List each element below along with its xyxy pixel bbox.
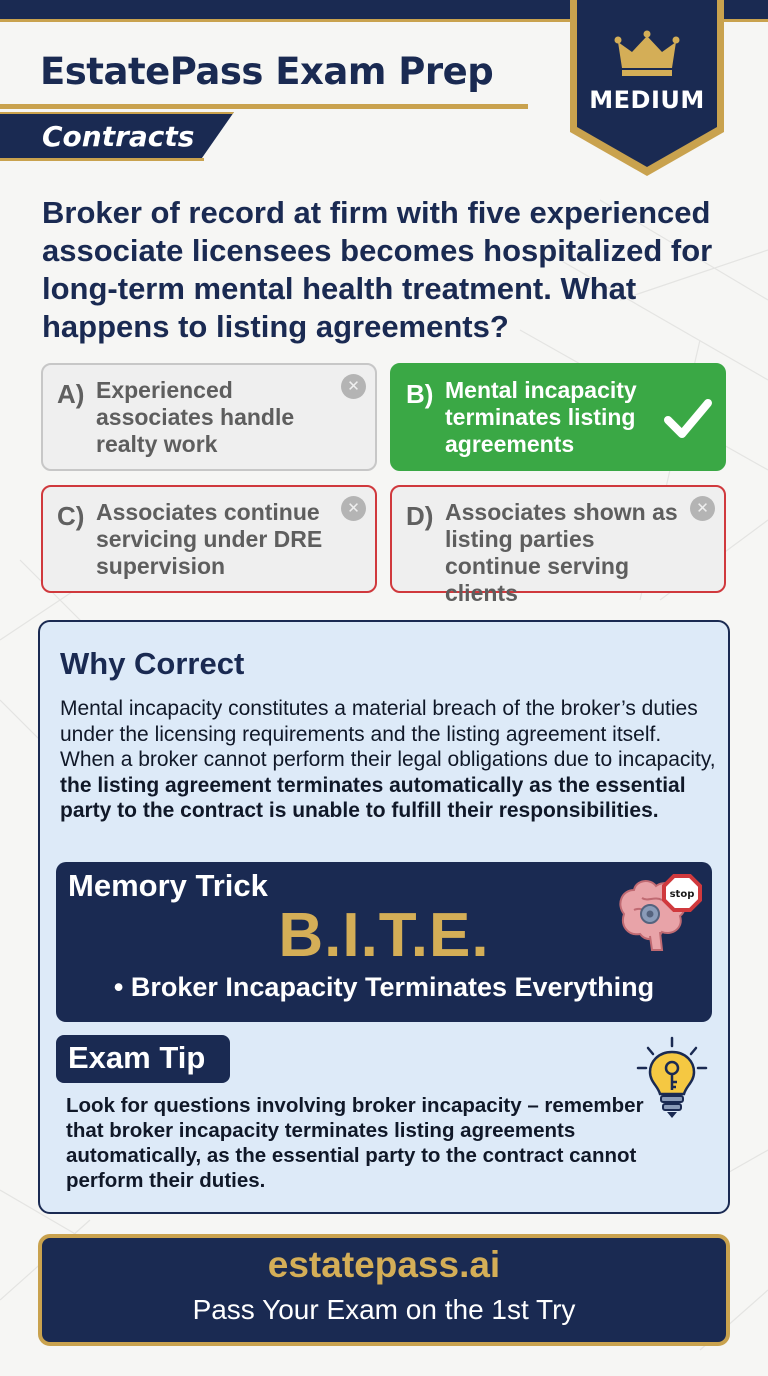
exam-tip-body: Look for questions involving broker inca…: [66, 1094, 644, 1192]
why-correct-title: Why Correct: [60, 646, 245, 681]
footer-banner[interactable]: [38, 1234, 730, 1346]
option-letter: B): [406, 379, 434, 409]
difficulty-label: MEDIUM: [589, 86, 705, 114]
memory-mnemonic: • Broker Incapacity Terminates Everythin…: [113, 972, 655, 1002]
option-text: Associates shown as listing parties cont…: [445, 499, 678, 606]
footer-tagline: Pass Your Exam on the 1st Try: [192, 1294, 576, 1325]
brand-title: EstatePass Exam Prep: [40, 50, 494, 93]
exam-tip-title: Exam Tip: [68, 1040, 206, 1075]
option-text: Experienced associates handle realty wor…: [96, 377, 295, 457]
brain-stop-icon: stop: [619, 874, 702, 951]
close-icon: ✕: [341, 374, 366, 399]
why-correct-body: Mental incapacity constitutes a material…: [60, 696, 720, 824]
why-body-plain: Mental incapacity constitutes a material…: [60, 697, 716, 771]
exam-tip-tab: Exam Tip: [56, 1035, 230, 1083]
lightbulb-key-icon: [636, 1036, 708, 1118]
option-letter: C): [57, 501, 85, 531]
option-c[interactable]: C) Associates continue servicing under D…: [41, 485, 377, 593]
memory-acronym: B.I.T.E.: [278, 901, 490, 970]
option-d[interactable]: D) Associates shown as listing parties c…: [390, 485, 726, 606]
category-underline: [0, 158, 204, 161]
option-letter: A): [57, 379, 85, 409]
why-body-bold: the listing agreement terminates automat…: [60, 773, 686, 823]
close-icon: ✕: [690, 496, 715, 521]
category-label: Contracts: [42, 120, 195, 153]
option-b[interactable]: B) Mental incapacity terminates listing …: [390, 363, 726, 471]
stop-sign-text: stop: [670, 889, 695, 900]
memory-trick-box: [56, 862, 712, 1022]
close-icon: ✕: [341, 496, 366, 521]
checkmark-icon: [664, 399, 712, 438]
option-a[interactable]: A) Experienced associates handle realty …: [41, 363, 377, 471]
footer-brand[interactable]: estatepass.ai: [267, 1244, 501, 1285]
option-text: Mental incapacity terminates listing agr…: [445, 377, 637, 457]
option-text: Associates continue servicing under DRE …: [96, 499, 323, 579]
question-text: Broker of record at firm with five exper…: [42, 195, 713, 344]
option-letter: D): [406, 501, 434, 531]
title-rule: [0, 104, 528, 109]
difficulty-badge: [570, 0, 724, 176]
crown-icon: [614, 30, 680, 76]
memory-trick-title: Memory Trick: [68, 868, 268, 903]
category-tab: Contracts: [0, 112, 234, 159]
